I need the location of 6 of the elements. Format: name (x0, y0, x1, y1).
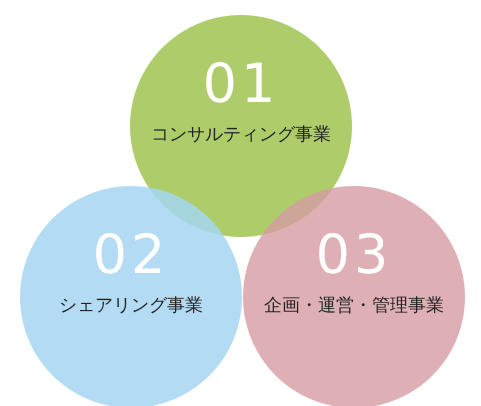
number-label: 01 (202, 57, 280, 111)
circle-label: コンサルティング事業 (151, 123, 331, 147)
number-label: 02 (92, 228, 170, 282)
circle-label: シェアリング事業 (59, 294, 203, 318)
number-label: 03 (316, 228, 392, 282)
circle-label: 企画・運営・管理事業 (264, 294, 444, 318)
